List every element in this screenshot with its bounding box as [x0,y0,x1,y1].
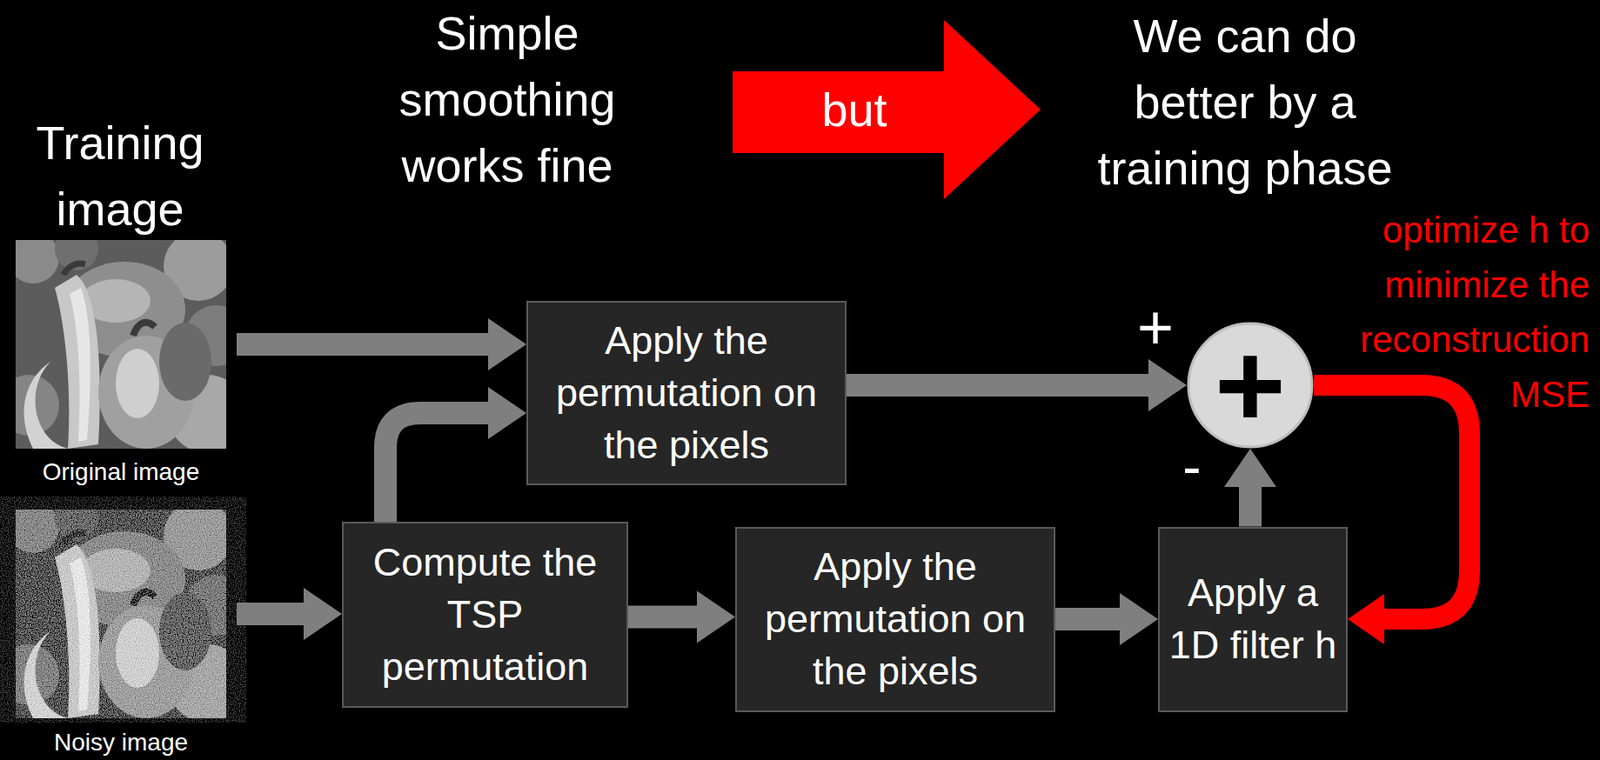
process-box: Apply the permutation on the pixels [735,527,1056,713]
image-panel: Noisy image [15,509,227,758]
flow-arrow [385,387,527,523]
original-photo [0,227,247,454]
connector-line [1055,608,1120,631]
flow-arrow [846,359,1187,412]
box-text: Compute the TSP permutation [343,536,627,694]
arrow-head [696,591,736,644]
flow-arrow [236,588,342,641]
flow-arrow [1055,593,1159,646]
feedback-note: optimize h to minimize the reconstructio… [1345,202,1590,422]
connector-line [236,602,304,626]
connector-line [846,374,1149,397]
section-heading: Training image [6,109,234,242]
flow-arrow [1224,448,1277,528]
sum-circle: + [1186,321,1314,449]
arrow-text: but [732,81,977,139]
connector-line [1238,487,1262,528]
flow-arrow [236,318,527,371]
connector-line [628,606,697,630]
process-box: Apply the permutation on the pixels [526,301,847,486]
process-box: Apply a 1D filter h [1158,527,1348,713]
flow-arrow [628,591,736,644]
process-box: Compute the TSP permutation [341,522,629,709]
arrow-head [303,588,342,641]
red-arrow: but [732,20,1041,200]
image-panel: Original image [15,240,227,488]
arrow-head [488,318,527,371]
sum-sign: + [1214,324,1286,447]
sign-label: + [1129,295,1182,359]
sign-label: - [1176,439,1208,496]
arrow-head [1119,593,1159,646]
arrow-head [488,387,527,440]
connector-line [236,333,489,356]
box-text: Apply a 1D filter h [1159,567,1346,672]
note-text: We can do better by a training phase [1079,2,1411,201]
image-caption: Original image [15,457,227,488]
noisy-photo [0,496,247,724]
connector-line [385,413,489,523]
image-caption: Noisy image [15,728,227,758]
box-text: Apply the permutation on the pixels [736,541,1054,698]
arrow-head [1347,594,1385,645]
arrow-shape-fill [732,20,1041,200]
arrow-head [1224,448,1277,488]
circle-fill [1188,323,1313,448]
box-text: Apply the permutation on the pixels [528,314,845,472]
note-text: Simple smoothing works fine [376,0,638,199]
arrow-head [1148,359,1187,412]
